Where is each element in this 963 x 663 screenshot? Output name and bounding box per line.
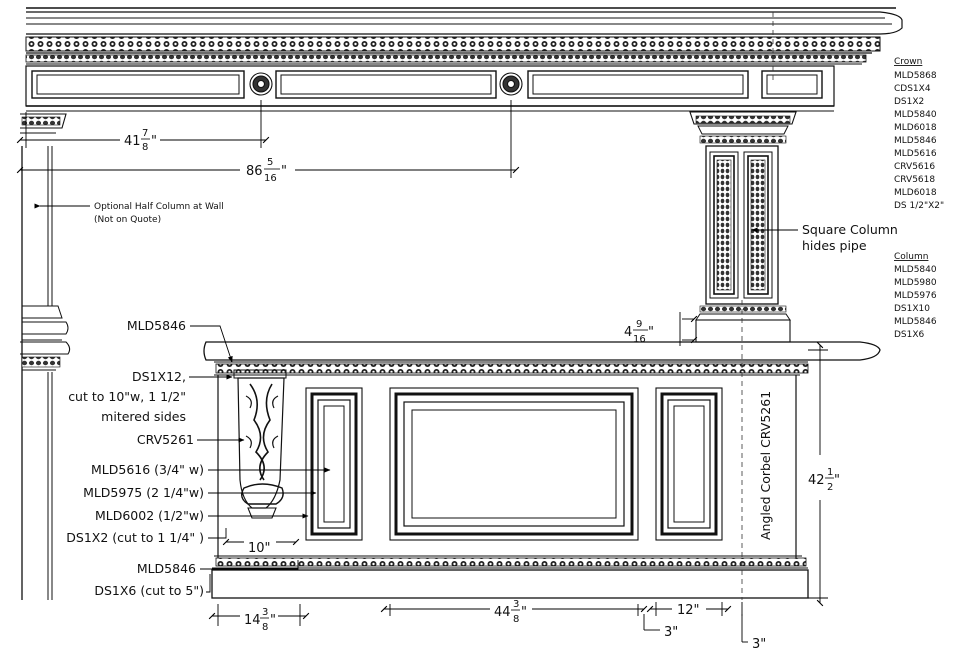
dimension-lines bbox=[16, 100, 828, 643]
dim-41-num: 7 bbox=[142, 128, 148, 139]
leader-lines bbox=[34, 203, 798, 593]
crown-item: CRV5618 bbox=[894, 175, 935, 185]
left-half-column bbox=[20, 113, 71, 600]
dim-14-den: 8 bbox=[262, 622, 268, 633]
crown-item: MLD6018 bbox=[894, 123, 937, 133]
dim-3-second: 3" bbox=[752, 637, 766, 652]
dim-41-whole: 41 bbox=[124, 134, 141, 149]
dim-14-unit: " bbox=[270, 613, 276, 628]
crown-list-title: Crown bbox=[894, 57, 922, 67]
crown-parts-list: Crown MLD5868 CDS1X4 DS1X2 MLD5840 MLD60… bbox=[894, 57, 944, 211]
rosette-right bbox=[499, 72, 523, 96]
callout-labels: Optional Half Column at Wall (Not on Quo… bbox=[66, 202, 898, 598]
ds1x12-cut-label: cut to 10"w, 1 1/2" bbox=[68, 389, 186, 404]
crown-item: MLD5846 bbox=[894, 136, 937, 146]
crown-item: MLD5840 bbox=[894, 110, 937, 120]
column-item: MLD5980 bbox=[894, 278, 937, 288]
column-item: MLD5976 bbox=[894, 291, 937, 301]
dim-44-num: 3 bbox=[513, 599, 519, 610]
crown-item: MLD5616 bbox=[894, 149, 937, 159]
dim-42-unit: " bbox=[834, 473, 840, 488]
dim-14-num: 3 bbox=[262, 607, 268, 618]
dim-44-unit: " bbox=[521, 605, 527, 620]
mld5975-label: MLD5975 (2 1/4"w) bbox=[83, 485, 204, 500]
angled-corbel-label: Angled Corbel CRV5261 bbox=[758, 391, 773, 540]
dim-86-den: 16 bbox=[264, 173, 277, 184]
square-column-label: Square Column bbox=[802, 222, 898, 237]
column-item: MLD5846 bbox=[894, 317, 937, 327]
column-parts-list: Column MLD5840 MLD5980 MLD5976 DS1X10 ML… bbox=[894, 252, 937, 340]
mld6002-label: MLD6002 (1/2"w) bbox=[95, 508, 204, 523]
dim-14-whole: 14 bbox=[244, 613, 261, 628]
bar-top-molding bbox=[203, 341, 881, 376]
upper-beam-frieze bbox=[25, 65, 835, 112]
dim-4-den: 16 bbox=[633, 334, 646, 345]
dim-41-den: 8 bbox=[142, 142, 148, 153]
upper-crown-molding bbox=[25, 7, 903, 65]
ds1x12-mitered-label: mitered sides bbox=[101, 409, 186, 424]
dim-4-num: 9 bbox=[636, 319, 642, 330]
square-column bbox=[689, 111, 797, 343]
not-on-quote-label: (Not on Quote) bbox=[94, 215, 161, 225]
dim-3-first: 3" bbox=[664, 625, 678, 640]
column-item: DS1X6 bbox=[894, 330, 925, 340]
bar-base-molding bbox=[211, 555, 809, 599]
dim-4-whole: 4 bbox=[624, 325, 632, 340]
crv5261-label: CRV5261 bbox=[137, 432, 194, 447]
dim-44-den: 8 bbox=[513, 614, 519, 625]
dim-42-den: 2 bbox=[827, 482, 833, 493]
dim-10: 10" bbox=[248, 541, 271, 556]
dimension-labels: 41 7 8 " 86 5 16 " 4 9 16 " 42 1 2 " 10"… bbox=[124, 128, 840, 652]
crown-item: MLD6018 bbox=[894, 188, 937, 198]
dim-41-unit: " bbox=[151, 134, 157, 149]
crown-item: CDS1X4 bbox=[894, 84, 931, 94]
crown-item: DS 1/2"X2" bbox=[894, 201, 944, 211]
dim-42-num: 1 bbox=[827, 467, 833, 478]
ds1x2-label: DS1X2 (cut to 1 1/4" ) bbox=[66, 530, 204, 545]
crown-item: CRV5616 bbox=[894, 162, 935, 172]
mld5616-label: MLD5616 (3/4" w) bbox=[91, 462, 204, 477]
dim-86-unit: " bbox=[281, 164, 287, 179]
centerlines bbox=[741, 12, 774, 600]
dim-4-unit: " bbox=[648, 325, 654, 340]
hides-pipe-label: hides pipe bbox=[802, 238, 867, 253]
bar-corbel bbox=[233, 369, 287, 519]
bar-body bbox=[217, 375, 797, 560]
ds1x12-label: DS1X12, bbox=[132, 369, 186, 384]
column-list-title: Column bbox=[894, 252, 928, 262]
dim-86-whole: 86 bbox=[246, 164, 263, 179]
dim-12: 12" bbox=[677, 603, 700, 618]
dim-86-num: 5 bbox=[267, 157, 273, 168]
mld5846-top-label: MLD5846 bbox=[127, 318, 186, 333]
column-item: DS1X10 bbox=[894, 304, 930, 314]
mld5846-bottom-label: MLD5846 bbox=[137, 561, 196, 576]
crown-item: MLD5868 bbox=[894, 71, 937, 81]
ds1x6-label: DS1X6 (cut to 5") bbox=[94, 583, 204, 598]
dim-44-whole: 44 bbox=[494, 605, 511, 620]
column-item: MLD5840 bbox=[894, 265, 937, 275]
rosette-left bbox=[249, 72, 273, 96]
crown-item: DS1X2 bbox=[894, 97, 924, 107]
dim-42-whole: 42 bbox=[808, 473, 825, 488]
optional-half-column-label: Optional Half Column at Wall bbox=[94, 202, 224, 212]
